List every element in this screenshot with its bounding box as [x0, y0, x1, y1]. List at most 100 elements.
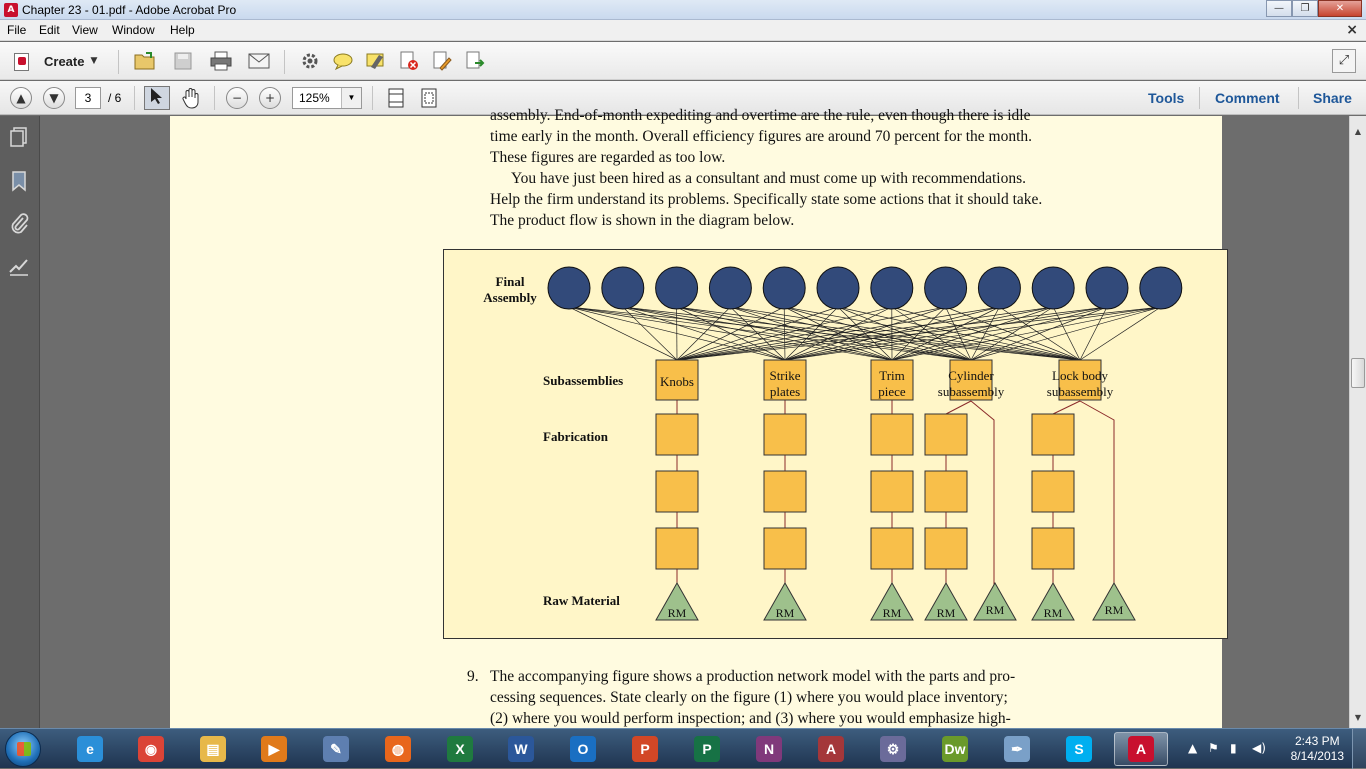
- feeder-line: [1053, 401, 1080, 414]
- taskbar-app-dreamweaver[interactable]: Dw: [928, 732, 982, 766]
- next-page-button[interactable]: ▼: [43, 87, 65, 109]
- taskbar-app-internet-explorer[interactable]: e: [63, 732, 117, 766]
- taskbar-app-chrome[interactable]: ◉: [124, 732, 178, 766]
- previous-page-button[interactable]: ▲: [10, 87, 32, 109]
- show-desktop-button[interactable]: [1352, 729, 1366, 769]
- body-text-line: time early in the month. Overall efficie…: [490, 126, 1032, 147]
- taskbar-app-outlook[interactable]: O: [556, 732, 610, 766]
- share-panel-link[interactable]: Share: [1313, 90, 1352, 106]
- row-label-assembly: Assembly: [483, 290, 537, 305]
- internet-explorer-icon: e: [77, 736, 103, 762]
- comment-panel-link[interactable]: Comment: [1215, 90, 1280, 106]
- app-icon: ⚙: [880, 736, 906, 762]
- taskbar-app-word[interactable]: W: [494, 732, 548, 766]
- final-assembly-circle: [925, 267, 967, 309]
- expand-icon[interactable]: ⤢: [1332, 49, 1356, 73]
- scroll-down-icon[interactable]: ▼: [1350, 710, 1366, 726]
- taskbar-app-excel[interactable]: X: [433, 732, 487, 766]
- menu-edit[interactable]: Edit: [39, 23, 60, 37]
- chevron-down-icon: ▼: [90, 56, 97, 66]
- menu-bar: File Edit View Window Help ×: [0, 20, 1366, 41]
- fit-page-icon[interactable]: [417, 86, 441, 110]
- excel-icon: X: [447, 736, 473, 762]
- taskbar-app-media-player[interactable]: ▶: [247, 732, 301, 766]
- taskbar-app-pen[interactable]: ✒: [990, 732, 1044, 766]
- highlight-icon[interactable]: [364, 49, 388, 73]
- subassembly-label: Strike: [769, 368, 800, 383]
- rm-label: RM: [986, 603, 1005, 617]
- document-viewer[interactable]: assembly. End-of-month expediting and ov…: [41, 116, 1349, 728]
- create-button[interactable]: Create ▼: [12, 51, 97, 71]
- taskbar-app-skype[interactable]: S: [1052, 732, 1106, 766]
- final-assembly-circle: [763, 267, 805, 309]
- scroll-up-icon[interactable]: ▲: [1350, 124, 1366, 140]
- menu-file[interactable]: File: [7, 23, 26, 37]
- page-thumbnails-icon[interactable]: [8, 126, 30, 148]
- page-number-input[interactable]: 3: [75, 87, 101, 109]
- attachments-icon[interactable]: [8, 212, 30, 234]
- taskbar-app-publisher[interactable]: P: [680, 732, 734, 766]
- zoom-select[interactable]: 125% ▼: [292, 87, 362, 109]
- fabrication-box: [1032, 471, 1074, 512]
- taskbar-app-powerpoint[interactable]: P: [618, 732, 672, 766]
- maximize-button[interactable]: ❐: [1292, 0, 1318, 17]
- select-tool-icon[interactable]: [144, 86, 170, 110]
- taskbar-app-access[interactable]: A: [804, 732, 858, 766]
- vertical-scrollbar[interactable]: ▲ ▼: [1349, 116, 1366, 728]
- taskbar-app-app[interactable]: ⚙: [866, 732, 920, 766]
- zoom-out-button[interactable]: −: [226, 87, 248, 109]
- tools-panel-link[interactable]: Tools: [1148, 90, 1184, 106]
- taskbar-app-explorer[interactable]: ▤: [186, 732, 240, 766]
- show-hidden-icons[interactable]: ▲: [1188, 741, 1197, 755]
- comment-icon[interactable]: [331, 49, 355, 73]
- fabrication-box: [764, 471, 806, 512]
- edit-icon[interactable]: [430, 49, 454, 73]
- toolbar-divider: [118, 50, 119, 74]
- signatures-icon[interactable]: [8, 256, 30, 278]
- menu-window[interactable]: Window: [112, 23, 155, 37]
- rm-label: RM: [1044, 606, 1063, 620]
- fabrication-box: [656, 414, 698, 455]
- print-icon[interactable]: [209, 49, 233, 73]
- menu-view[interactable]: View: [72, 23, 98, 37]
- open-folder-icon[interactable]: [133, 49, 157, 73]
- outlook-icon: O: [570, 736, 596, 762]
- volume-icon[interactable]: ◀): [1252, 741, 1266, 755]
- fabrication-box: [764, 528, 806, 569]
- email-icon[interactable]: [247, 49, 271, 73]
- taskbar-app-onenote[interactable]: N: [742, 732, 796, 766]
- row-label-fabrication: Fabrication: [543, 429, 609, 444]
- bookmarks-icon[interactable]: [8, 170, 30, 192]
- fabrication-box: [925, 471, 967, 512]
- body-text-line: Help the firm understand its problems. S…: [490, 189, 1042, 210]
- close-button[interactable]: ✕: [1318, 0, 1362, 17]
- delete-icon[interactable]: [397, 49, 421, 73]
- settings-icon[interactable]: [298, 49, 322, 73]
- export-icon[interactable]: [463, 49, 487, 73]
- pdf-page: assembly. End-of-month expediting and ov…: [170, 116, 1222, 728]
- scrollbar-thumb[interactable]: [1351, 358, 1365, 388]
- zoom-in-button[interactable]: +: [259, 87, 281, 109]
- fabrication-box: [871, 414, 913, 455]
- assembly-link-line: [785, 307, 1107, 360]
- pen-icon: ✒: [1004, 736, 1030, 762]
- clock[interactable]: 2:43 PM 8/14/2013: [1291, 734, 1344, 764]
- close-document-button[interactable]: ×: [1346, 22, 1358, 38]
- panel-divider: [1199, 87, 1200, 109]
- action-center-icon[interactable]: ⚑: [1208, 741, 1219, 755]
- dreamweaver-icon: Dw: [942, 736, 968, 762]
- minimize-button[interactable]: —: [1266, 0, 1292, 17]
- row-label-raw-material: Raw Material: [543, 593, 620, 608]
- save-icon[interactable]: [171, 49, 195, 73]
- start-button[interactable]: [5, 731, 41, 767]
- feeder-line: [1080, 401, 1114, 585]
- fit-width-icon[interactable]: [384, 86, 408, 110]
- menu-help[interactable]: Help: [170, 23, 195, 37]
- hand-tool-icon[interactable]: [179, 86, 203, 110]
- taskbar-app-tool[interactable]: ✎: [309, 732, 363, 766]
- page-total: / 6: [108, 91, 121, 105]
- network-icon[interactable]: ▮: [1230, 741, 1237, 755]
- taskbar-app-firefox[interactable]: ◍: [371, 732, 425, 766]
- rm-label: RM: [937, 606, 956, 620]
- taskbar-app-acrobat[interactable]: A: [1114, 732, 1168, 766]
